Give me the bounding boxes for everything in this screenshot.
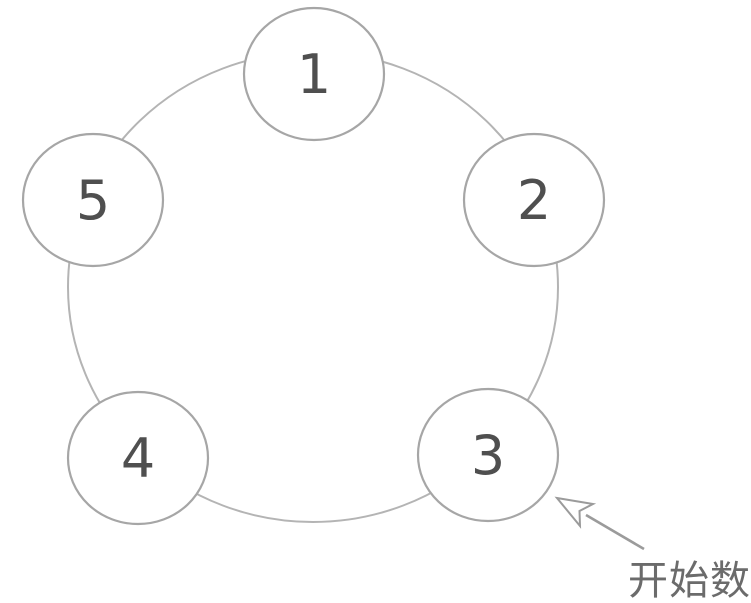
annotation-label: 开始数 xyxy=(628,558,751,603)
node-label: 5 xyxy=(76,169,110,232)
node-circle xyxy=(242,6,386,142)
node-label: 2 xyxy=(517,169,551,232)
node-label: 1 xyxy=(297,43,331,106)
node-circle xyxy=(66,390,210,526)
node-label: 3 xyxy=(471,424,505,487)
node-5: 5 xyxy=(21,132,165,268)
node-3: 3 xyxy=(416,387,560,523)
node-4: 4 xyxy=(66,390,210,526)
start-arrow xyxy=(554,496,645,551)
arrow-shaft xyxy=(585,513,645,551)
node-circle xyxy=(462,132,606,268)
node-1: 1 xyxy=(242,6,386,142)
node-2: 2 xyxy=(462,132,606,268)
node-label: 4 xyxy=(121,427,155,490)
arrow-head-icon xyxy=(554,496,597,529)
node-circle xyxy=(21,132,165,268)
node-circle xyxy=(416,387,560,523)
